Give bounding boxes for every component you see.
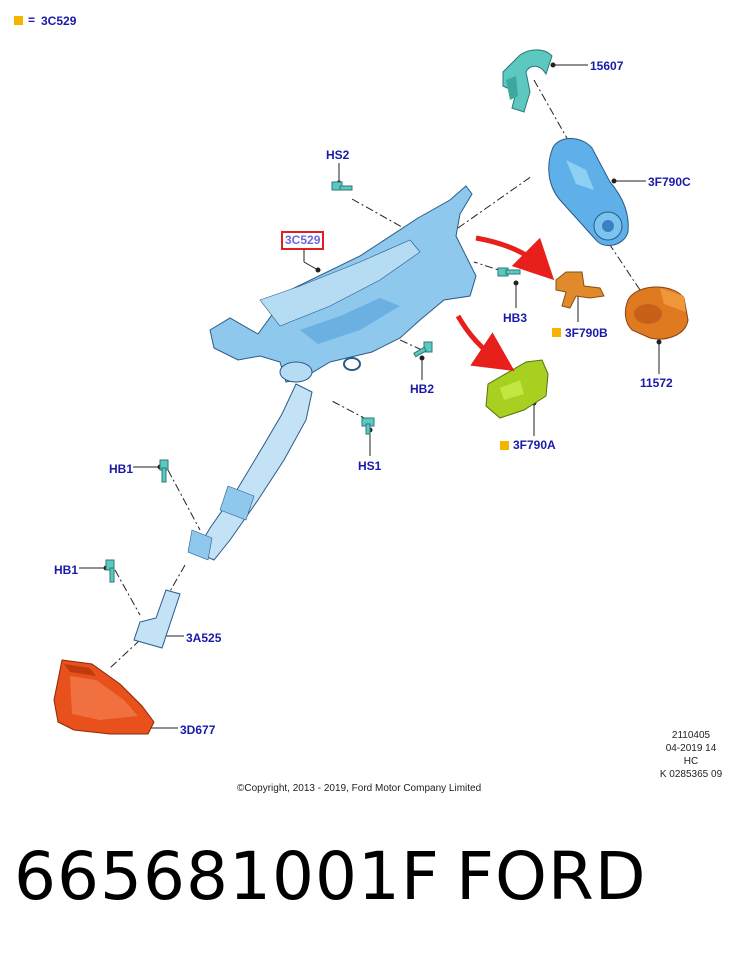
center-lines — [109, 79, 645, 669]
meta-line-2: 04-2019 14 — [665, 743, 717, 754]
callout-HS2[interactable]: HS2 — [326, 148, 350, 162]
callout-3F790A[interactable]: 3F790A — [513, 438, 556, 452]
legend-equals: = — [28, 13, 36, 27]
callout-15607[interactable]: 15607 — [590, 59, 624, 73]
shaft-3A525 — [133, 589, 181, 649]
copyright-text: ©Copyright, 2013 - 2019, Ford Motor Comp… — [237, 783, 482, 794]
callout-3F790B[interactable]: 3F790B — [565, 326, 608, 340]
diagram-meta: 2110405 04-2019 14 HC K 0285365 09 — [652, 729, 730, 781]
red-arrows — [455, 235, 555, 372]
switch-3F790A — [485, 359, 549, 419]
legend-code: 3C529 — [41, 14, 77, 28]
swatch-3F790A — [500, 441, 509, 450]
meta-line-1: 2110405 — [671, 730, 711, 741]
brand-name: FORD — [456, 838, 647, 915]
meta-line-4: K 0285365 09 — [659, 769, 723, 780]
steering-column-3C529 — [187, 185, 477, 561]
fasteners — [105, 181, 521, 583]
legend-swatch — [14, 16, 23, 25]
callout-3F790C[interactable]: 3F790C — [648, 175, 691, 189]
bracket-15607 — [502, 49, 553, 113]
callout-3C529-highlight[interactable]: 3C529 — [281, 231, 325, 250]
callout-HB3[interactable]: HB3 — [503, 311, 528, 325]
swatch-3F790B — [552, 328, 561, 337]
callout-3D677[interactable]: 3D677 — [180, 723, 216, 737]
lock-11572 — [624, 286, 689, 340]
callout-11572[interactable]: 11572 — [640, 376, 673, 390]
callout-HB1-lower[interactable]: HB1 — [54, 563, 79, 577]
boot-3D677 — [53, 659, 155, 735]
callout-HB2[interactable]: HB2 — [410, 382, 435, 396]
switch-3F790B — [555, 271, 605, 309]
callout-3A525[interactable]: 3A525 — [186, 631, 222, 645]
shroud-3F790C — [548, 138, 629, 247]
meta-line-3: HC — [683, 756, 699, 767]
callout-HS1[interactable]: HS1 — [358, 459, 382, 473]
callout-HB1-upper[interactable]: HB1 — [109, 462, 134, 476]
part-number: 665681001F — [14, 838, 440, 915]
